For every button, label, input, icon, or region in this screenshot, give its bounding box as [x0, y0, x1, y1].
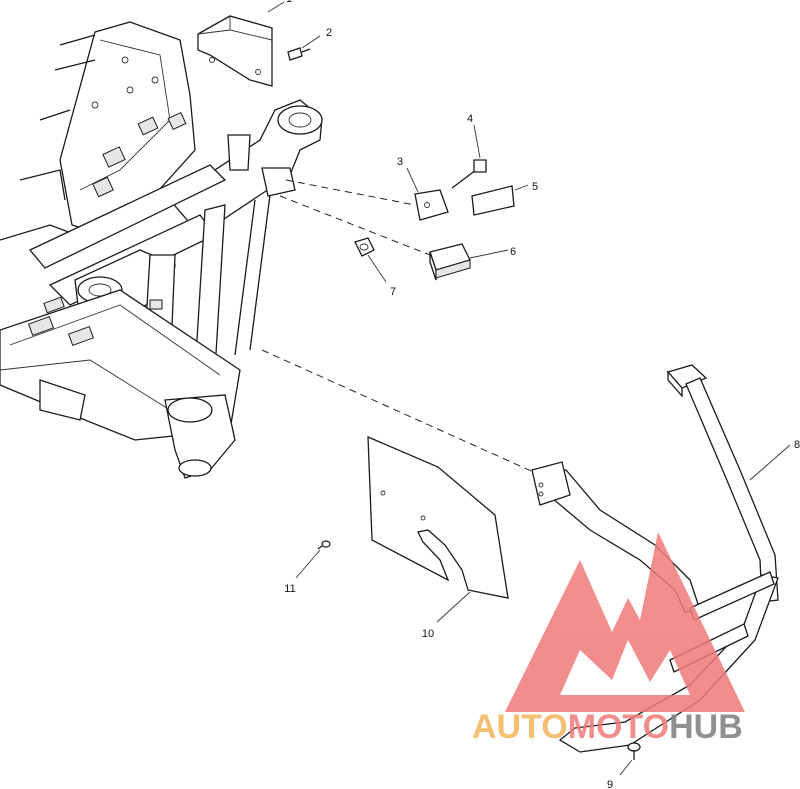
part-7-nut — [354, 237, 375, 257]
callout-8: 8 — [794, 439, 800, 451]
part-5-pad — [471, 185, 515, 216]
callout-2: 2 — [326, 27, 332, 39]
callout-3: 3 — [397, 156, 403, 168]
callout-10: 10 — [422, 628, 434, 640]
part-1-cover-plate — [197, 15, 273, 87]
callout-leaders — [267, 1, 791, 776]
watermark-logo: AUTOMOTOHUB — [472, 532, 745, 746]
assembly-lines — [261, 179, 541, 476]
frame-assembly — [0, 21, 323, 479]
watermark-moto: MOTO — [568, 708, 669, 746]
callout-11: 11 — [284, 583, 295, 595]
part-11-rivet — [317, 540, 331, 550]
callout-9: 9 — [607, 779, 613, 789]
callout-labels: 1 2 3 4 5 6 7 8 9 10 11 — [284, 0, 800, 789]
callout-7: 7 — [390, 286, 396, 298]
part-3-bracket — [414, 189, 449, 221]
part-10-skid-plate — [367, 435, 509, 599]
watermark-triangle-icon — [505, 532, 745, 712]
callout-5: 5 — [532, 181, 538, 193]
watermark-hub: HUB — [669, 708, 743, 746]
callout-1: 1 — [286, 0, 292, 5]
watermark-auto: AUTO — [472, 708, 568, 746]
part-2-bolt — [287, 47, 311, 61]
part-4-bolt — [451, 159, 487, 189]
part-6-block — [429, 243, 471, 281]
callout-4: 4 — [467, 113, 473, 125]
part-9-screw — [627, 742, 641, 760]
callout-6: 6 — [510, 246, 516, 258]
svg-text:AUTOMOTOHUB: AUTOMOTOHUB — [472, 708, 743, 746]
